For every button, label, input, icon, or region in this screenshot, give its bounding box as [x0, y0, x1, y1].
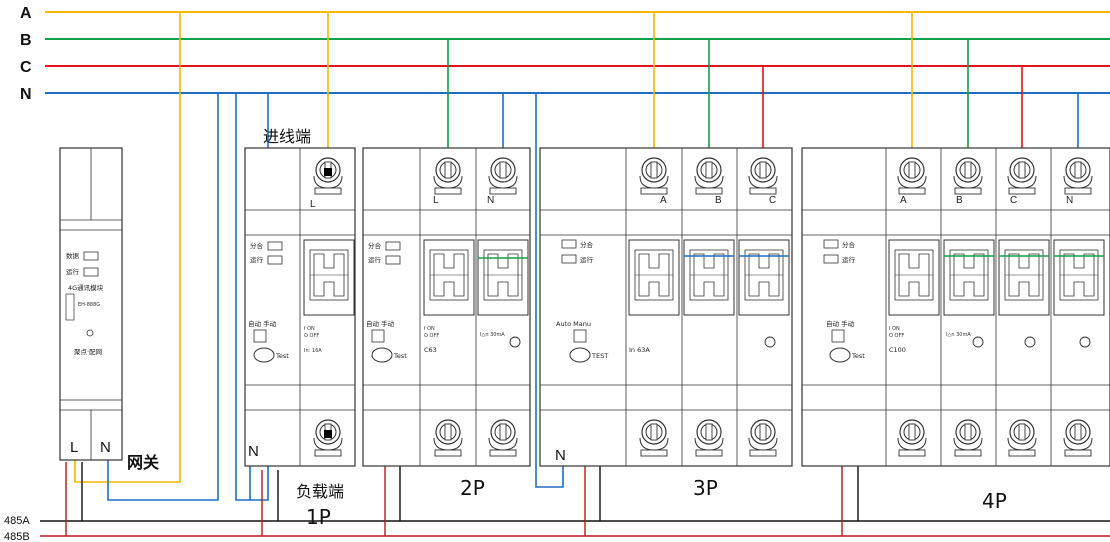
- breaker-2p-terminal-n: N: [487, 195, 494, 206]
- breaker-3p-n-label: N: [555, 447, 566, 464]
- gateway-model: EH-888G: [78, 302, 100, 308]
- load-label: 负载端: [296, 482, 344, 501]
- bus-label-485b: 485B: [4, 531, 30, 542]
- label-2p: 2P: [460, 476, 485, 500]
- breaker-1p-terminal: L: [310, 199, 316, 210]
- phase-label-n: N: [20, 86, 32, 103]
- breaker-1p-test-label: Test: [275, 352, 289, 360]
- breaker-3p-rating: In 63A: [629, 346, 650, 354]
- breaker-3p-terminal-b: B: [715, 195, 722, 206]
- breaker-3p-test-button[interactable]: [569, 347, 591, 363]
- breaker-2p-mode-switch[interactable]: [371, 329, 385, 343]
- phase-lines: [45, 11, 1110, 94]
- breaker-3p-ind2: 运行: [580, 255, 594, 264]
- breaker-4p-mode: 自动 手动: [826, 319, 855, 328]
- gateway-module: 数据 运行 4G通讯模块 EH-888G 聚点·配网 L N: [59, 147, 123, 461]
- breaker-2p-on: I ON: [424, 326, 435, 332]
- breaker-2p-leak: I△n 30mA: [480, 332, 505, 338]
- breaker-1p-rating: In: 16A: [304, 348, 322, 354]
- gateway-reset-icon: [86, 329, 94, 337]
- gateway-terminal-n: N: [100, 439, 111, 456]
- breaker-1p: L 分合 运行 自动 手动 Test I ON O OFF In: 16A N: [244, 147, 356, 467]
- breaker-3p-led1: [561, 239, 577, 249]
- gateway-title: 4G通讯模块: [68, 283, 104, 292]
- gateway-sim-slot: [65, 293, 75, 321]
- phase-label-a: A: [20, 5, 32, 22]
- breaker-2p-ind1: 分合: [368, 241, 382, 250]
- breaker-2p-leak-test-icon: [509, 336, 521, 348]
- breaker-1p-led1: [267, 241, 283, 251]
- breaker-4p-ind2: 运行: [842, 255, 856, 264]
- breaker-4p-terminal-b: B: [956, 195, 963, 206]
- breaker-3p-terminal-a: A: [660, 195, 667, 206]
- breaker-2p-test-button[interactable]: [371, 347, 393, 363]
- gateway-row2-label: 运行: [66, 267, 80, 276]
- bus-label-485a: 485A: [4, 515, 30, 527]
- breaker-3p-mode: Auto Manu: [556, 320, 591, 328]
- breaker-4p-leak: I△n 30mA: [946, 332, 971, 338]
- breaker-1p-mode: 自动 手动: [248, 319, 277, 328]
- breaker-1p-test-button[interactable]: [253, 347, 275, 363]
- breaker-2p-led2: [385, 255, 401, 265]
- breaker-2p: L N 分合 运行 自动 手动 Test I ON O OFF C63 I△n …: [362, 147, 531, 467]
- breaker-2p-mode: 自动 手动: [366, 319, 395, 328]
- gateway-row1-label: 数据: [66, 251, 80, 260]
- incoming-label: 进线端: [263, 127, 311, 146]
- gateway-terminal-l: L: [70, 439, 78, 456]
- breaker-2p-test-label: Test: [393, 352, 407, 360]
- breaker-3p-indicator-icon: [764, 336, 776, 348]
- breaker-4p: A B C N 分合 运行 自动 手动 Test I ON O OFF C100…: [801, 147, 1110, 467]
- breaker-4p-indicator-b-icon: [972, 336, 984, 348]
- breaker-1p-ind1: 分合: [250, 241, 264, 250]
- gateway-run-led: [83, 267, 99, 277]
- breaker-2p-led1: [385, 241, 401, 251]
- breaker-4p-off: O OFF: [889, 333, 904, 339]
- breaker-1p-ind2: 运行: [250, 255, 264, 264]
- phase-label-c: C: [20, 59, 32, 76]
- breaker-1p-on: I ON: [304, 326, 315, 332]
- breaker-3p-ind1: 分合: [580, 240, 594, 249]
- breaker-4p-ind1: 分合: [842, 240, 856, 249]
- breaker-4p-indicator-c-icon: [1024, 336, 1036, 348]
- breaker-4p-rating: C100: [889, 346, 906, 354]
- breaker-4p-terminal-n: N: [1066, 195, 1073, 206]
- breaker-4p-terminal-c: C: [1010, 195, 1017, 206]
- gateway-label: 网关: [127, 453, 159, 472]
- breaker-4p-terminal-a: A: [900, 195, 907, 206]
- label-1p: 1P: [306, 505, 331, 529]
- breaker-2p-off: O OFF: [424, 333, 439, 339]
- breaker-1p-n-label: N: [248, 443, 259, 460]
- breaker-1p-mode-switch[interactable]: [253, 329, 267, 343]
- breaker-4p-led1: [823, 239, 839, 249]
- gateway-data-led: [83, 251, 99, 261]
- breaker-3p-mode-switch[interactable]: [573, 329, 587, 343]
- breaker-3p-test-label: TEST: [591, 352, 608, 360]
- breaker-3p-led2: [561, 254, 577, 264]
- bus-drops: [65, 462, 859, 536]
- breaker-3p-terminal-c: C: [769, 195, 776, 206]
- breaker-3p: A B C 分合 运行 Auto Manu TEST In 63A N: [539, 147, 793, 467]
- breaker-4p-indicator-n-icon: [1079, 336, 1091, 348]
- phase-label-b: B: [20, 32, 32, 49]
- label-3p: 3P: [693, 476, 718, 500]
- breaker-4p-test-button[interactable]: [829, 347, 851, 363]
- breaker-4p-mode-switch[interactable]: [831, 329, 845, 343]
- gateway-brand: 聚点·配网: [74, 348, 102, 356]
- breaker-4p-on: I ON: [889, 326, 900, 332]
- breaker-2p-ind2: 运行: [368, 255, 382, 264]
- breaker-1p-off: O OFF: [304, 333, 319, 339]
- breaker-4p-test-label: Test: [851, 352, 865, 360]
- breaker-2p-rating: C63: [424, 346, 437, 354]
- breaker-1p-led2: [267, 255, 283, 265]
- breaker-4p-led2: [823, 254, 839, 264]
- label-4p: 4P: [982, 489, 1007, 513]
- breaker-2p-terminal-l: L: [433, 195, 439, 206]
